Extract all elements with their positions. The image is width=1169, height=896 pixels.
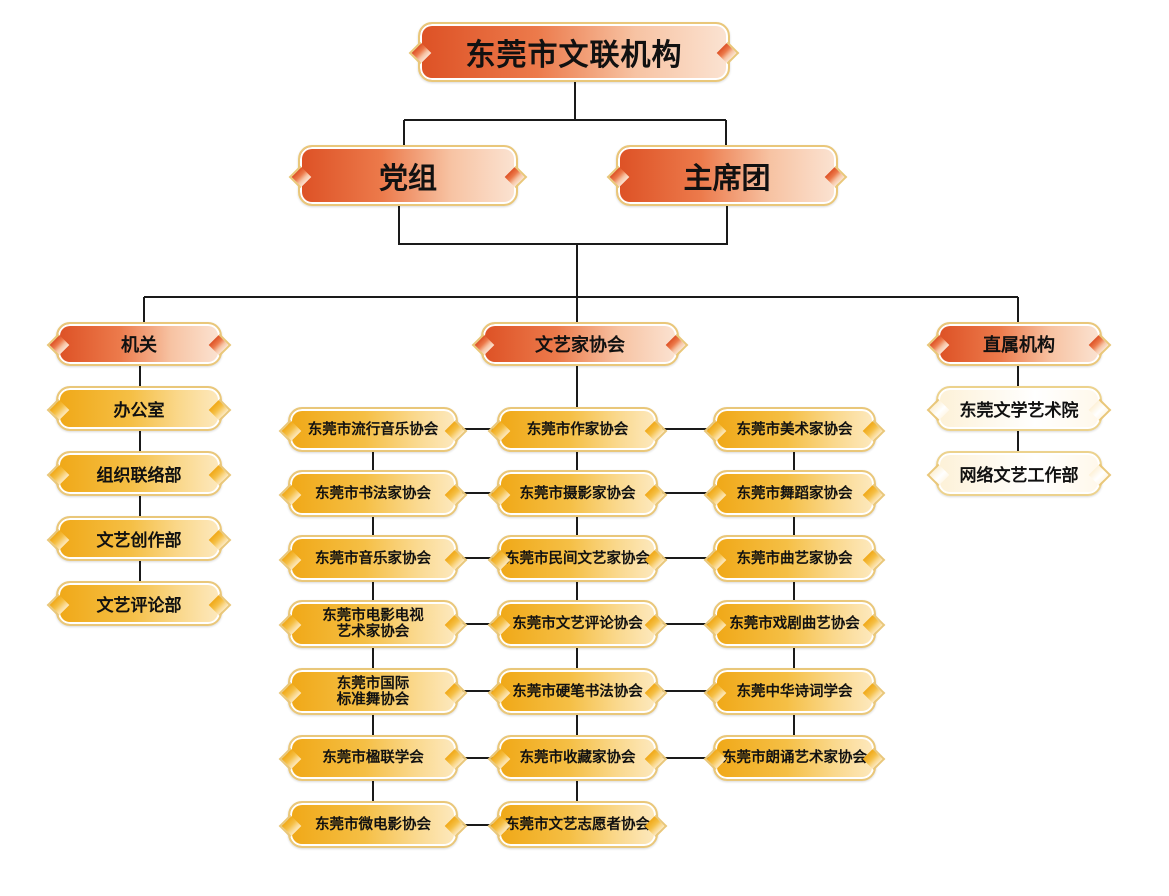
xiehui-item-label: 东莞市民间文艺家协会 <box>505 550 650 567</box>
xiehui-item-label: 东莞中华诗词学会 <box>736 683 853 700</box>
xiehui-left-item: 东莞市微电影协会 <box>288 801 458 848</box>
xiehui-item-label: 东莞市电影电视 艺术家协会 <box>322 608 424 640</box>
xiehui-item-label: 东莞市曲艺家协会 <box>736 550 853 567</box>
xiehui-item-label: 东莞市文艺志愿者协会 <box>505 816 650 833</box>
zhishu-item: 网络文艺工作部 <box>936 451 1102 496</box>
xiehui-item-label: 东莞市朗诵艺术家协会 <box>722 750 867 766</box>
connector-title-level2 <box>403 82 727 145</box>
xiehui-center-item: 东莞市摄影家协会 <box>497 470 658 517</box>
xiehui-right-item: 东莞市舞蹈家协会 <box>713 470 876 517</box>
xiehui-left-item: 东莞市电影电视 艺术家协会 <box>288 600 458 648</box>
xiehui-right-item: 东莞市戏剧曲艺协会 <box>713 600 876 648</box>
xiehui-left-item: 东莞市楹联学会 <box>288 735 458 781</box>
xiehui-right-item: 东莞市曲艺家协会 <box>713 535 876 582</box>
jiguan-item: 组织联络部 <box>56 451 222 496</box>
xiehui-center-item: 东莞市作家协会 <box>497 407 658 452</box>
xiehui-left-item: 东莞市国际 标准舞协会 <box>288 668 458 715</box>
branch-zhishu: 直属机构 <box>936 322 1102 366</box>
xiehui-left-item: 东莞市流行音乐协会 <box>288 407 458 452</box>
xiehui-item-label: 东莞市音乐家协会 <box>315 550 431 567</box>
xiehui-item-label: 东莞市舞蹈家协会 <box>736 485 853 502</box>
xiehui-right-item: 东莞市美术家协会 <box>713 407 876 452</box>
xiehui-item-label: 东莞市硬笔书法协会 <box>512 683 643 700</box>
xiehui-item-label: 东莞市戏剧曲艺协会 <box>729 616 860 632</box>
node-dangzu-label: 党组 <box>378 160 437 195</box>
xiehui-item-label: 东莞市国际 标准舞协会 <box>336 675 410 708</box>
zhishu-item-label: 网络文艺工作部 <box>959 466 1079 486</box>
branch-jiguan-label: 机关 <box>121 335 157 356</box>
node-zhuxituan: 主席团 <box>616 145 838 206</box>
xiehui-item-label: 东莞市楹联学会 <box>322 750 424 766</box>
jiguan-item: 文艺评论部 <box>56 581 222 626</box>
jiguan-item: 办公室 <box>56 386 222 431</box>
branch-xiehui: 文艺家协会 <box>481 322 679 366</box>
xiehui-item-label: 东莞市摄影家协会 <box>519 485 636 502</box>
xiehui-center-item: 东莞市文艺评论协会 <box>497 600 658 648</box>
xiehui-item-label: 东莞市美术家协会 <box>736 421 853 438</box>
xiehui-center-item: 东莞市民间文艺家协会 <box>497 535 658 582</box>
xiehui-right-item: 东莞中华诗词学会 <box>713 668 876 715</box>
xiehui-item-label: 东莞市流行音乐协会 <box>307 421 439 438</box>
node-dangzu: 党组 <box>298 145 518 206</box>
xiehui-left-item: 东莞市音乐家协会 <box>288 535 458 582</box>
xiehui-item-label: 东莞市微电影协会 <box>315 816 431 833</box>
xiehui-item-label: 东莞市文艺评论协会 <box>512 616 643 632</box>
jiguan-item-label: 文艺评论部 <box>96 596 182 616</box>
xiehui-item-label: 东莞市作家协会 <box>526 421 629 438</box>
branch-zhishu-label: 直属机构 <box>983 335 1055 356</box>
xiehui-center-item: 东莞市硬笔书法协会 <box>497 668 658 715</box>
title-node: 东莞市文联机构 <box>418 22 730 82</box>
xiehui-item-label: 东莞市收藏家协会 <box>519 750 636 766</box>
title-label: 东莞市文联机构 <box>465 38 683 73</box>
node-zhuxituan-label: 主席团 <box>683 160 771 195</box>
xiehui-center-item: 东莞市文艺志愿者协会 <box>497 801 658 848</box>
jiguan-item: 文艺创作部 <box>56 516 222 561</box>
connector-row-links <box>462 428 709 826</box>
connector-level2-branches <box>143 206 1019 322</box>
jiguan-item-label: 办公室 <box>113 401 165 421</box>
xiehui-center-item: 东莞市收藏家协会 <box>497 735 658 781</box>
xiehui-left-item: 东莞市书法家协会 <box>288 470 458 517</box>
xiehui-item-label: 东莞市书法家协会 <box>315 485 431 502</box>
zhishu-item: 东莞文学艺术院 <box>936 386 1102 431</box>
zhishu-item-label: 东莞文学艺术院 <box>959 401 1079 421</box>
xiehui-right-item: 东莞市朗诵艺术家协会 <box>713 735 876 781</box>
branch-xiehui-label: 文艺家协会 <box>535 335 625 356</box>
jiguan-item-label: 组织联络部 <box>96 466 182 486</box>
jiguan-item-label: 文艺创作部 <box>96 531 182 551</box>
branch-jiguan: 机关 <box>56 322 222 366</box>
